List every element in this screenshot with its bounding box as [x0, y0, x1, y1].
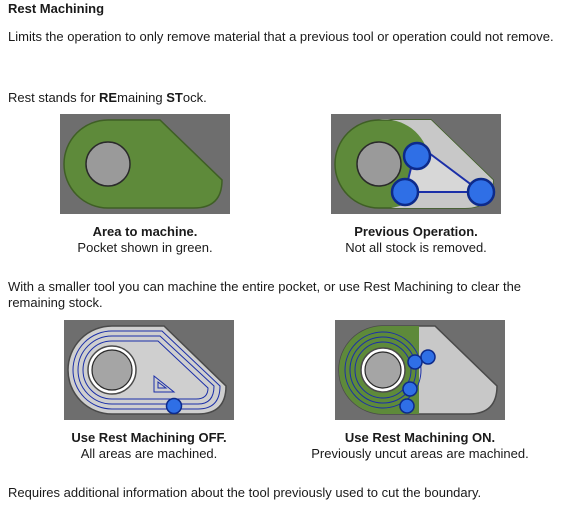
caption-subtext: All areas are machined. [80, 446, 218, 461]
intro-paragraph: Limits the operation to only remove mate… [8, 29, 554, 44]
footer-paragraph: Requires additional information about th… [8, 485, 482, 500]
acronym-paragraph: Rest stands for REmaining STock. [8, 90, 564, 106]
acronym-re-rest: maining [117, 90, 167, 105]
page-title: Rest Machining [8, 1, 105, 16]
caption-subtext: Pocket shown in green. [77, 240, 213, 255]
figure-rest-machining-off [64, 320, 234, 420]
figure-rest-machining-on [335, 320, 505, 420]
smaller-tool-paragraph: With a smaller tool you can machine the … [8, 279, 522, 310]
caption-heading: Use Rest Machining ON. [344, 430, 496, 445]
acronym-re: RE [99, 90, 118, 105]
caption-subtext: Not all stock is removed. [345, 240, 487, 255]
caption-subtext: Previously uncut areas are machined. [311, 446, 529, 461]
acronym-prefix: Rest stands for [8, 90, 100, 105]
caption-previous-operation: Previous Operation. Not all stock is rem… [286, 224, 546, 256]
acronym-st-rest: ock. [182, 90, 207, 105]
caption-rest-machining-off: Use Rest Machining OFF. All areas are ma… [19, 430, 279, 462]
caption-heading: Area to machine. [92, 224, 198, 239]
caption-heading: Use Rest Machining OFF. [71, 430, 227, 445]
caption-area-to-machine: Area to machine. Pocket shown in green. [15, 224, 275, 256]
caption-heading: Previous Operation. [354, 224, 478, 239]
figure-previous-operation [331, 114, 501, 214]
figure-area-to-machine [60, 114, 230, 214]
acronym-st: ST [166, 90, 183, 105]
caption-rest-machining-on: Use Rest Machining ON. Previously uncut … [290, 430, 550, 462]
